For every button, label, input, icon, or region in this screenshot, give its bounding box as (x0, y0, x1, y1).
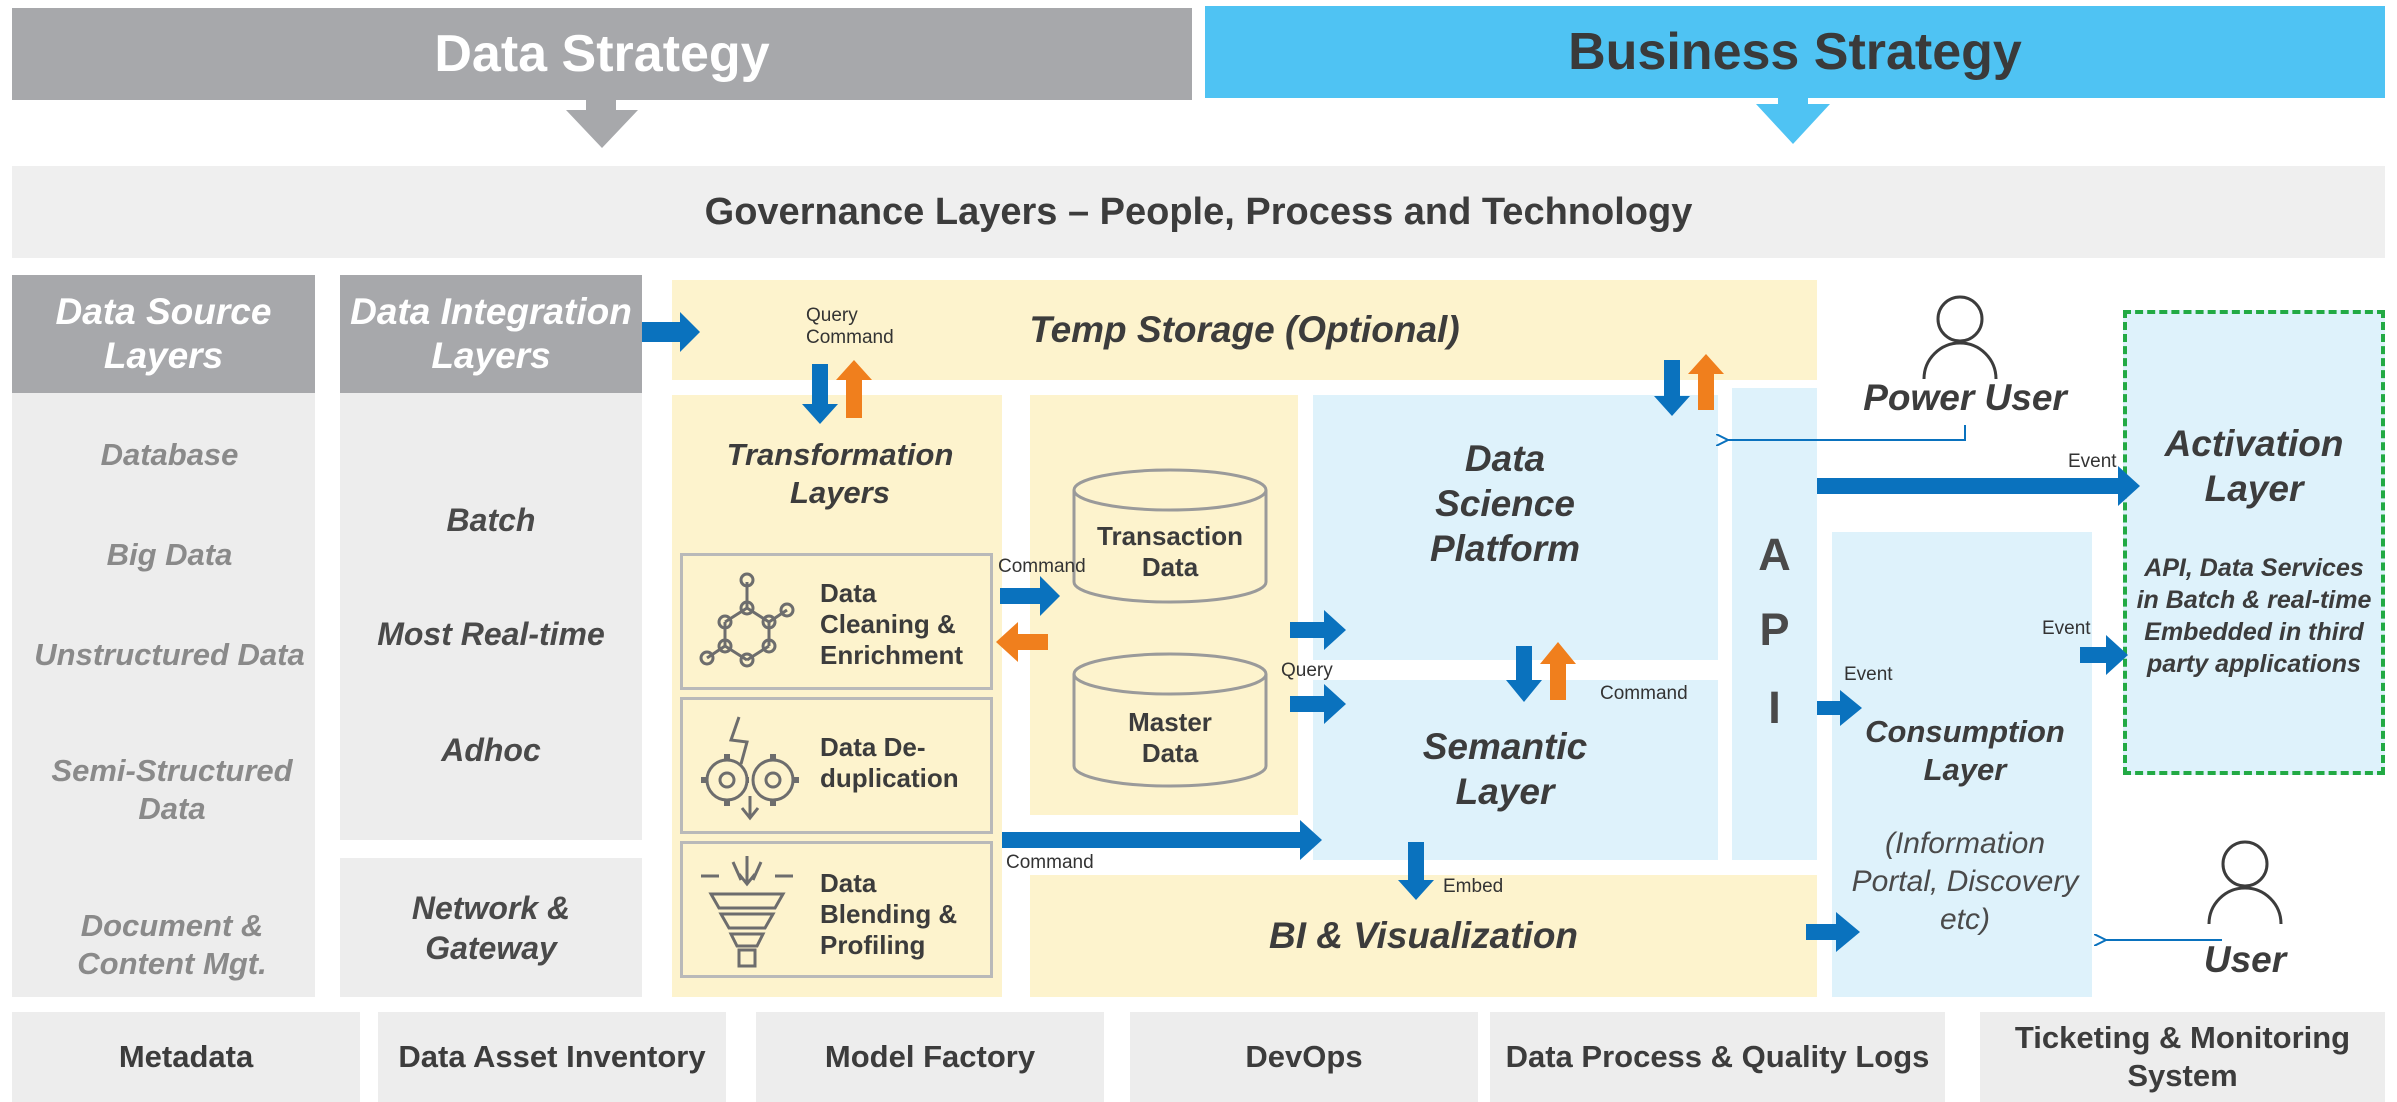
footer-devops: DevOps (1130, 1012, 1478, 1102)
bi-to-consumption-arrow (1806, 912, 1860, 952)
step-blending-label: Data Blending & Profiling (820, 868, 958, 960)
activation-title: Activation Layer (2164, 423, 2344, 509)
business-strategy-title: Business Strategy (1568, 23, 2022, 81)
event-label-activation: Event (2068, 451, 2117, 472)
api-to-activation-arrow (1817, 466, 2140, 506)
integration-item-real-time: Most Real-time (377, 616, 605, 652)
event-label-consumption: Event (1844, 664, 1893, 685)
transform-to-semantic-arrow (1002, 820, 1322, 860)
consumption-desc: (Information Portal, Discovery etc) (1851, 827, 2079, 936)
network-gateway-label: Network & Gateway (411, 889, 571, 966)
step-cleaning: Data Cleaning & Enrichment (680, 553, 993, 690)
cleaning-to-transaction-arrow (1000, 576, 1060, 616)
temp-storage-box: Temp Storage (Optional) (672, 280, 1817, 380)
source-item-unstructured: Unstructured Data (34, 637, 305, 672)
consumption-to-activation-arrow (2080, 635, 2128, 675)
transformation-title: Transformation Layers (726, 437, 954, 510)
power-user-icon (1920, 295, 2000, 381)
transformation-panel (672, 395, 1002, 997)
integration-to-temp-arrow (642, 312, 700, 352)
business-strategy-down-arrow (1756, 98, 1830, 144)
data-strategy-title: Data Strategy (434, 25, 770, 83)
query-command-label: Query Command (806, 305, 894, 348)
data-strategy-down-arrow (566, 100, 638, 148)
footer-ticketing: Ticketing & Monitoring System (1980, 1012, 2385, 1102)
step-cleaning-label: Data Cleaning & Enrichment (820, 578, 964, 670)
data-integration-title: Data Integration Layers (350, 291, 632, 376)
power-user-to-science-arrow (1726, 425, 1966, 440)
footer-metadata: Metadata (12, 1012, 360, 1102)
governance-title: Governance Layers – People, Process and … (704, 190, 1693, 233)
consumption-panel (1832, 532, 2092, 997)
master-database: Master Data (1072, 652, 1268, 790)
activation-desc: API, Data Services in Batch & real-time … (2136, 554, 2372, 678)
transform-to-temp-up-arrow (836, 360, 872, 418)
data-source-header: Data Source Layers (12, 275, 315, 393)
data-integration-header: Data Integration Layers (340, 275, 642, 393)
consumption-title: Consumption Layer (1865, 714, 2065, 787)
transaction-database: Transaction Data (1072, 468, 1268, 606)
command-label-semantic: Command (1600, 683, 1688, 704)
step-dedup-label: Data De-duplication (820, 732, 959, 793)
step-blending: Data Blending & Profiling (680, 841, 993, 978)
science-to-temp-up-arrow (1688, 354, 1724, 410)
embed-label: Embed (1443, 876, 1504, 897)
master-data-label: Master Data (1128, 707, 1212, 768)
power-user-label: Power User (1863, 377, 2067, 418)
command-label-transform: Command (1006, 852, 1094, 873)
source-item-semi-structured: Semi-Structured Data (51, 753, 293, 826)
api-letter-i: I (1768, 682, 1781, 733)
source-item-database: Database (100, 437, 239, 472)
transaction-to-cleaning-arrow (996, 622, 1048, 662)
command-label-cleaning: Command (998, 556, 1086, 577)
semantic-to-bi-arrow (1398, 842, 1434, 900)
science-to-semantic-down-arrow (1506, 646, 1542, 702)
query-label: Query (1281, 660, 1333, 681)
api-column (1732, 388, 1817, 860)
footer-data-asset-inventory: Data Asset Inventory (378, 1012, 726, 1102)
molecule-icon (697, 570, 797, 675)
storage-to-semantic-arrow (1290, 684, 1346, 724)
source-item-big-data: Big Data (106, 537, 233, 572)
footer-model-factory: Model Factory (756, 1012, 1104, 1102)
integration-item-batch: Batch (446, 502, 536, 538)
semantic-to-science-up-arrow (1540, 642, 1576, 700)
funnel-icon (697, 854, 797, 969)
network-gateway-box: Network & Gateway (340, 858, 642, 997)
data-science-title: Data Science Platform (1429, 437, 1581, 569)
semantic-panel (1313, 680, 1718, 860)
api-to-consumption-arrow (1817, 690, 1862, 726)
semantic-title: Semantic Layer (1422, 726, 1588, 812)
governance-bar: Governance Layers – People, Process and … (12, 166, 2385, 258)
api-letter-a: A (1758, 529, 1791, 580)
source-item-document: Document & Content Mgt. (77, 908, 267, 981)
temp-to-transform-down-arrow (802, 364, 838, 424)
step-dedup: Data De-duplication (680, 697, 993, 834)
business-strategy-banner: Business Strategy (1205, 6, 2385, 98)
user-icon (2205, 840, 2285, 926)
data-source-title: Data Source Layers (55, 291, 272, 376)
data-source-column (12, 275, 315, 997)
temp-storage-title: Temp Storage (Optional) (1029, 309, 1460, 350)
bi-visualization-title: BI & Visualization (1268, 915, 1579, 956)
integration-item-adhoc: Adhoc (441, 732, 541, 768)
event-label-consumption-activation: Event (2042, 618, 2091, 639)
activation-panel (2123, 310, 2385, 775)
footer-data-process-logs: Data Process & Quality Logs (1490, 1012, 1945, 1102)
gears-icon (697, 712, 802, 824)
api-letter-p: P (1759, 604, 1790, 655)
storage-to-science-arrow (1290, 610, 1346, 650)
transaction-data-label: Transaction Data (1097, 521, 1243, 582)
data-strategy-banner: Data Strategy (12, 8, 1192, 100)
data-science-panel (1313, 395, 1718, 660)
temp-to-science-down-arrow (1654, 360, 1690, 416)
bi-visualization-box: BI & Visualization (1030, 875, 1817, 997)
user-label: User (2203, 939, 2287, 980)
